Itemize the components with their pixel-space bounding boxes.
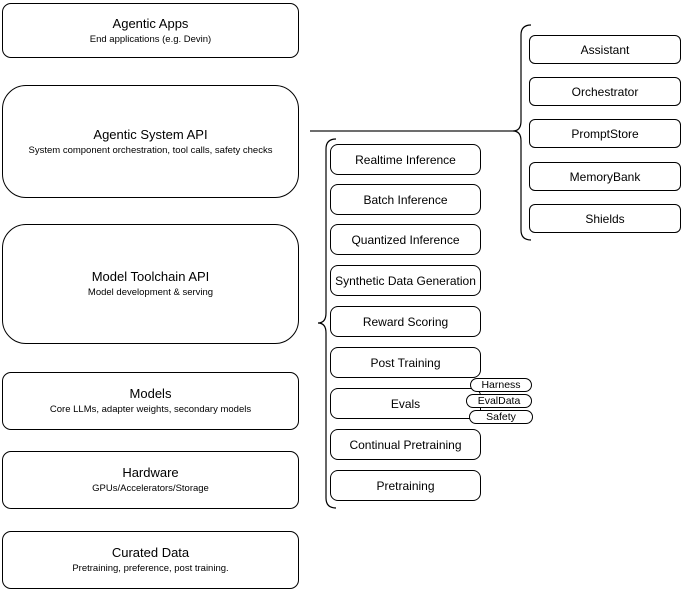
node-post-training: Post Training: [330, 347, 481, 378]
node-evals: Evals: [330, 388, 481, 419]
node-label: Realtime Inference: [355, 152, 456, 167]
node-title: Hardware: [122, 465, 179, 480]
node-label: Orchestrator: [571, 84, 639, 99]
node-quantized-inference: Quantized Inference: [330, 224, 481, 255]
tag-evaldata: EvalData: [466, 394, 532, 408]
node-assistant: Assistant: [529, 35, 681, 64]
node-title: Models: [129, 386, 172, 401]
node-title: Agentic System API: [93, 126, 208, 142]
node-model-toolchain-api: Model Toolchain API Model development & …: [2, 224, 299, 344]
node-subtitle: System component orchestration, tool cal…: [28, 144, 273, 156]
node-subtitle: Core LLMs, adapter weights, secondary mo…: [49, 404, 252, 415]
node-realtime-inference: Realtime Inference: [330, 144, 481, 175]
node-curated-data: Curated Data Pretraining, preference, po…: [2, 531, 299, 589]
node-subtitle: GPUs/Accelerators/Storage: [92, 483, 209, 494]
node-label: Quantized Inference: [351, 232, 460, 247]
tag-label: Harness: [481, 379, 521, 391]
node-label: Pretraining: [376, 478, 435, 493]
node-subtitle: Model development & serving: [87, 287, 214, 298]
node-hardware: Hardware GPUs/Accelerators/Storage: [2, 451, 299, 509]
node-batch-inference: Batch Inference: [330, 184, 481, 215]
node-memorybank: MemoryBank: [529, 162, 681, 191]
node-label: Synthetic Data Generation: [335, 273, 476, 288]
node-models: Models Core LLMs, adapter weights, secon…: [2, 372, 299, 430]
node-label: Batch Inference: [363, 192, 448, 207]
node-label: Continual Pretraining: [349, 437, 462, 452]
node-agentic-apps: Agentic Apps End applications (e.g. Devi…: [2, 3, 299, 58]
node-reward-scoring: Reward Scoring: [330, 306, 481, 337]
tag-label: Safety: [486, 411, 516, 423]
tag-safety: Safety: [469, 410, 533, 424]
node-agentic-system-api: Agentic System API System component orch…: [2, 85, 299, 198]
node-orchestrator: Orchestrator: [529, 77, 681, 106]
node-label: Assistant: [580, 42, 630, 57]
node-label: MemoryBank: [569, 169, 641, 184]
node-title: Model Toolchain API: [91, 269, 210, 284]
tag-label: EvalData: [477, 395, 521, 407]
tag-harness: Harness: [470, 378, 532, 392]
node-label: Reward Scoring: [362, 314, 449, 329]
node-label: PromptStore: [571, 126, 639, 141]
node-pretraining: Pretraining: [330, 470, 481, 501]
node-synthetic-data-generation: Synthetic Data Generation: [330, 265, 481, 296]
node-subtitle: End applications (e.g. Devin): [89, 33, 212, 45]
node-label: Evals: [390, 396, 421, 411]
node-promptstore: PromptStore: [529, 119, 681, 148]
node-title: Curated Data: [111, 545, 190, 560]
node-label: Shields: [585, 211, 625, 226]
node-continual-pretraining: Continual Pretraining: [330, 429, 481, 460]
node-subtitle: Pretraining, preference, post training.: [72, 563, 229, 574]
node-shields: Shields: [529, 204, 681, 233]
node-title: Agentic Apps: [112, 15, 189, 31]
node-label: Post Training: [370, 355, 441, 370]
